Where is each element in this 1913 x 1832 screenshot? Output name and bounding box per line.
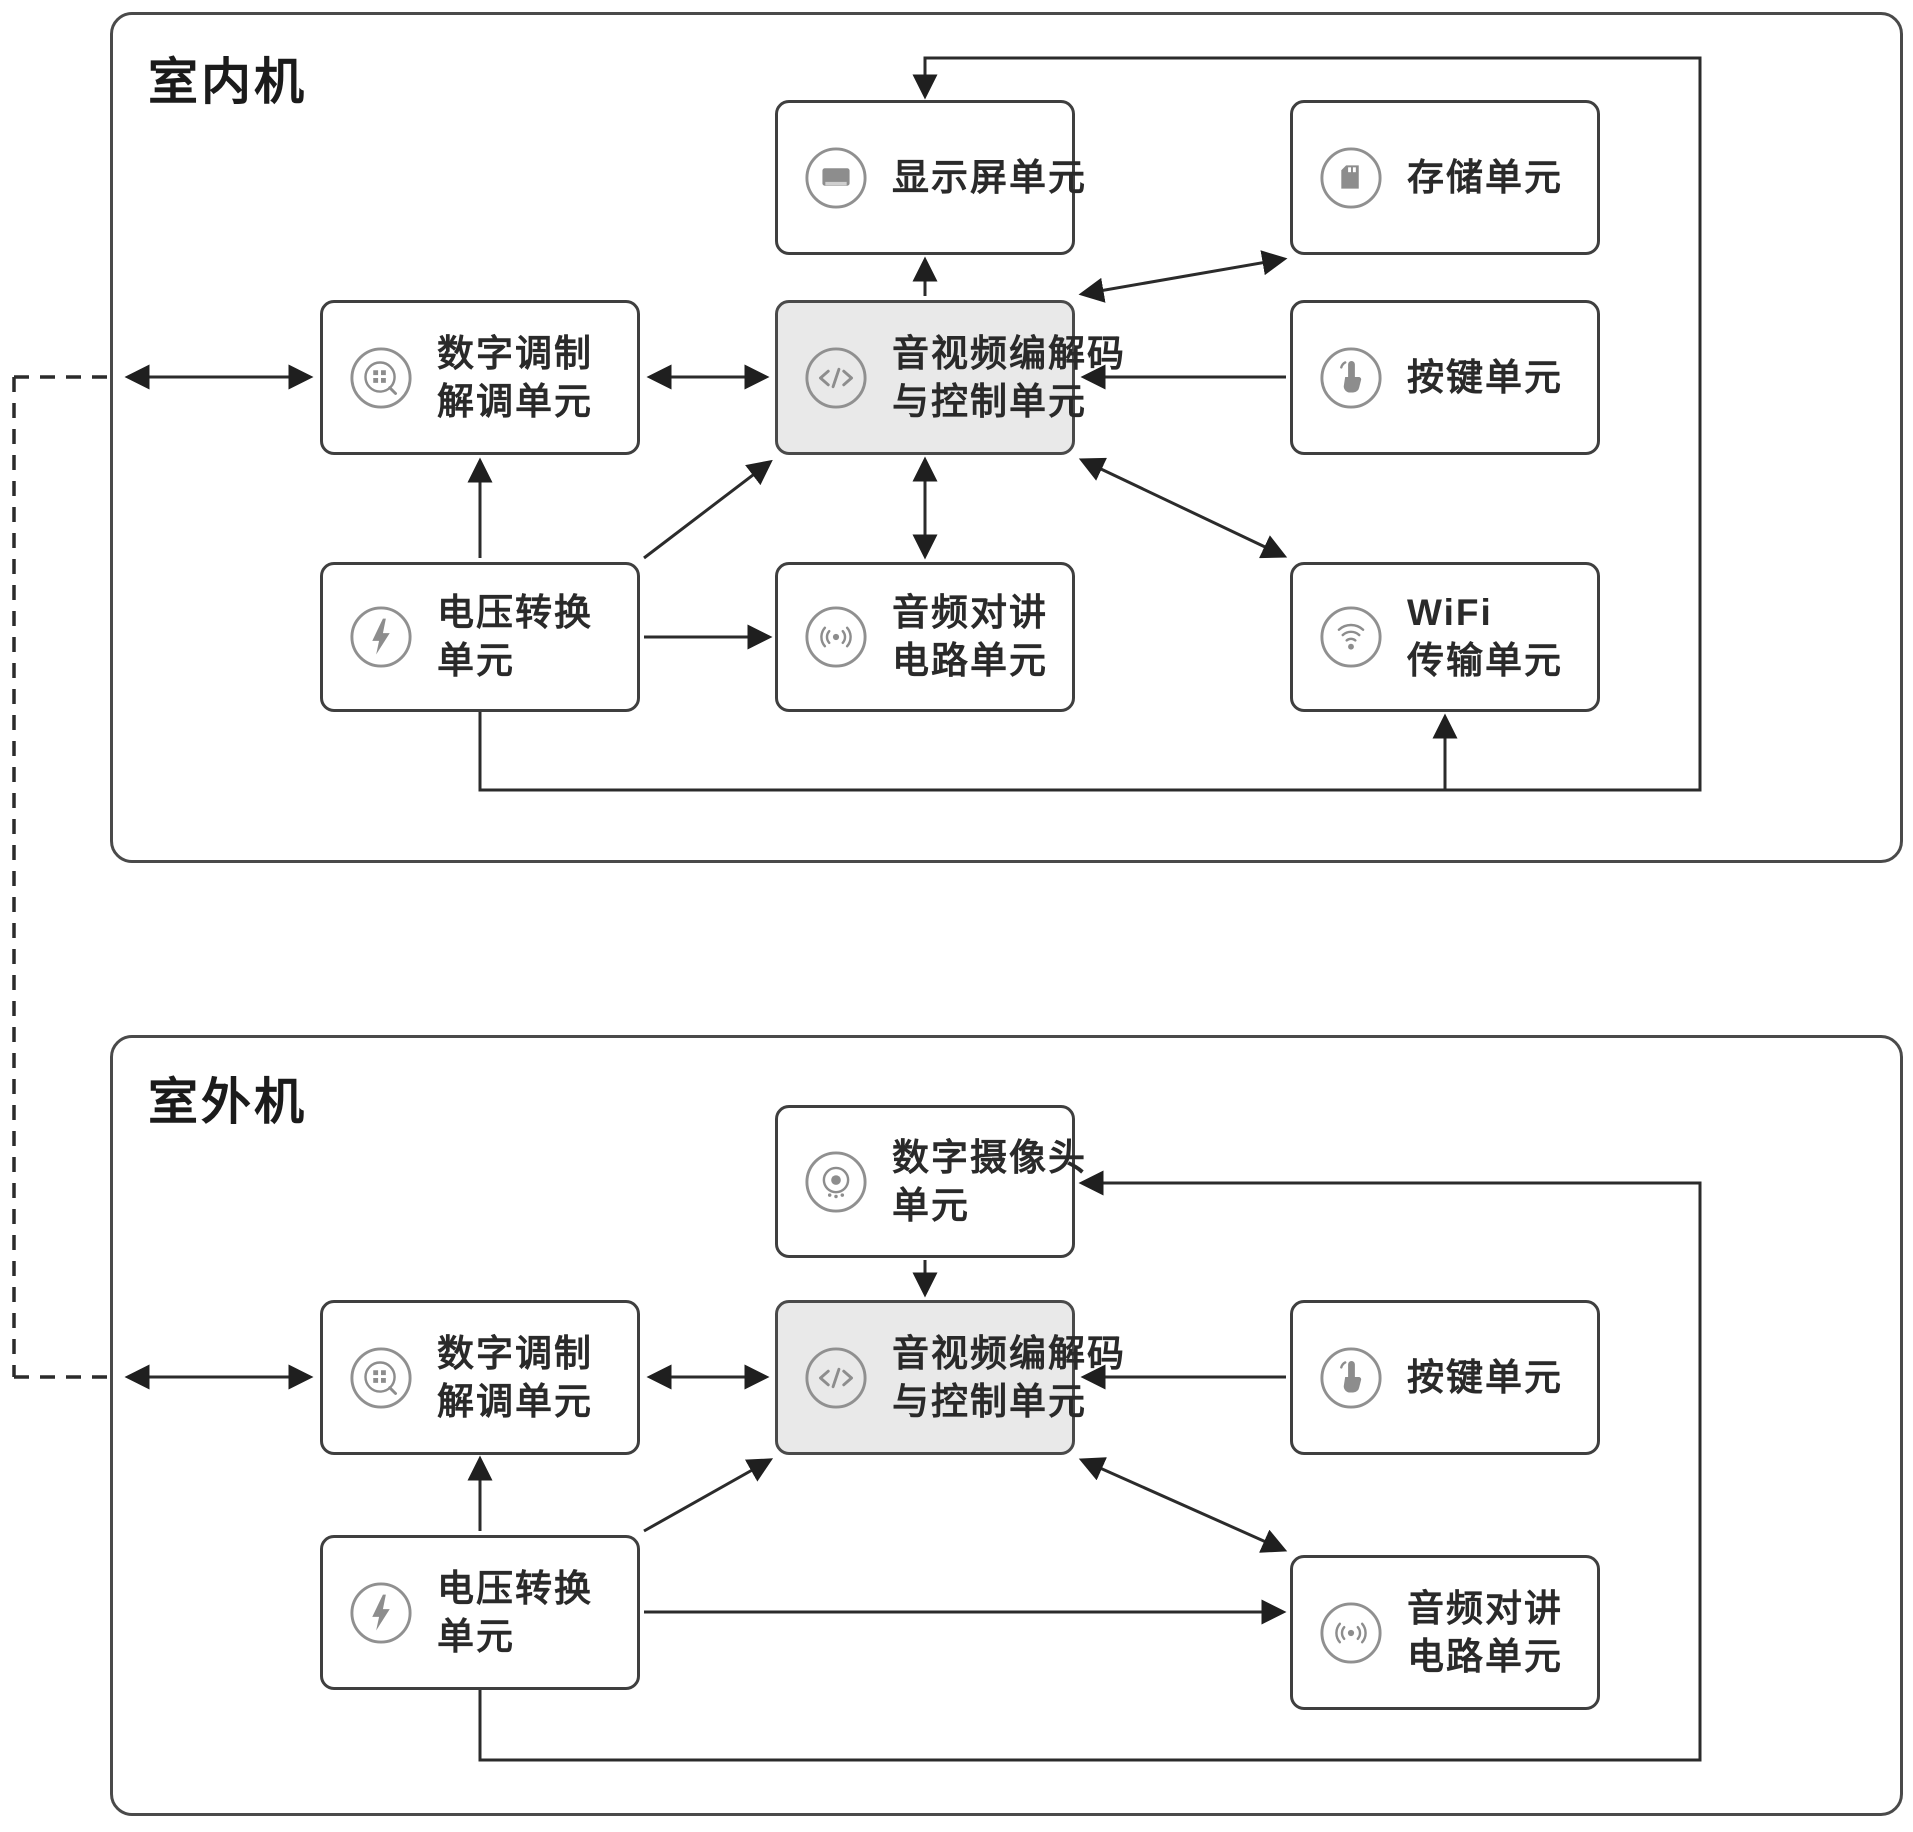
wire-indoor-codec-wifi xyxy=(1078,457,1288,559)
node-outdoor-keys-unit: 按键单元 xyxy=(1290,1300,1600,1455)
code-icon xyxy=(804,346,868,410)
node-indoor-storage-unit: 存储单元 xyxy=(1290,100,1600,255)
lightning-bolt-icon xyxy=(349,1581,413,1645)
modem-grid-magnifier-icon xyxy=(349,1346,413,1410)
audio-waves-icon xyxy=(1319,1601,1383,1665)
wire-indoor-power-loop xyxy=(478,56,1702,792)
wire-indoor-codec-storage xyxy=(1078,250,1288,303)
indoor-unit-title: 室内机 xyxy=(148,54,307,110)
audio-waves-icon xyxy=(804,605,868,669)
node-indoor-display-unit: 显示屏单元 xyxy=(775,100,1085,255)
code-icon xyxy=(804,1346,868,1410)
lightning-bolt-icon xyxy=(349,605,413,669)
node-indoor-modem-unit: 数字调制解调单元 xyxy=(320,300,640,455)
wifi-icon xyxy=(1319,605,1383,669)
node-indoor-codec-control-unit: 音视频编解码与控制单元 xyxy=(775,300,1124,455)
indoor-unit-box xyxy=(110,12,1903,863)
node-outdoor-intercom-unit: 音频对讲电路单元 xyxy=(1290,1555,1600,1710)
display-icon xyxy=(804,146,868,210)
wire-indoor-voltage-codec xyxy=(643,459,773,560)
modem-grid-magnifier-icon xyxy=(349,346,413,410)
node-indoor-intercom-unit: 音频对讲电路单元 xyxy=(775,562,1075,712)
touch-finger-icon xyxy=(1319,346,1383,410)
node-outdoor-modem-unit: 数字调制解调单元 xyxy=(320,1300,640,1455)
outdoor-unit-box xyxy=(110,1035,1903,1816)
node-outdoor-codec-control-unit: 音视频编解码与控制单元 xyxy=(775,1300,1124,1455)
node-indoor-voltage-unit: 电压转换单元 xyxy=(320,562,640,712)
outdoor-unit-title: 室外机 xyxy=(148,1074,307,1130)
camera-lens-icon xyxy=(804,1150,868,1214)
node-outdoor-camera-unit: 数字摄像头单元 xyxy=(775,1105,1085,1258)
node-outdoor-voltage-unit: 电压转换单元 xyxy=(320,1535,640,1690)
touch-finger-icon xyxy=(1319,1346,1383,1410)
node-indoor-keys-unit: 按键单元 xyxy=(1290,300,1600,455)
wire-outdoor-power-loop xyxy=(478,1170,1702,1762)
sd-card-icon xyxy=(1319,146,1383,210)
wire-outdoor-codec-intercom xyxy=(1078,1457,1288,1553)
wire-outdoor-voltage-codec xyxy=(643,1458,774,1533)
